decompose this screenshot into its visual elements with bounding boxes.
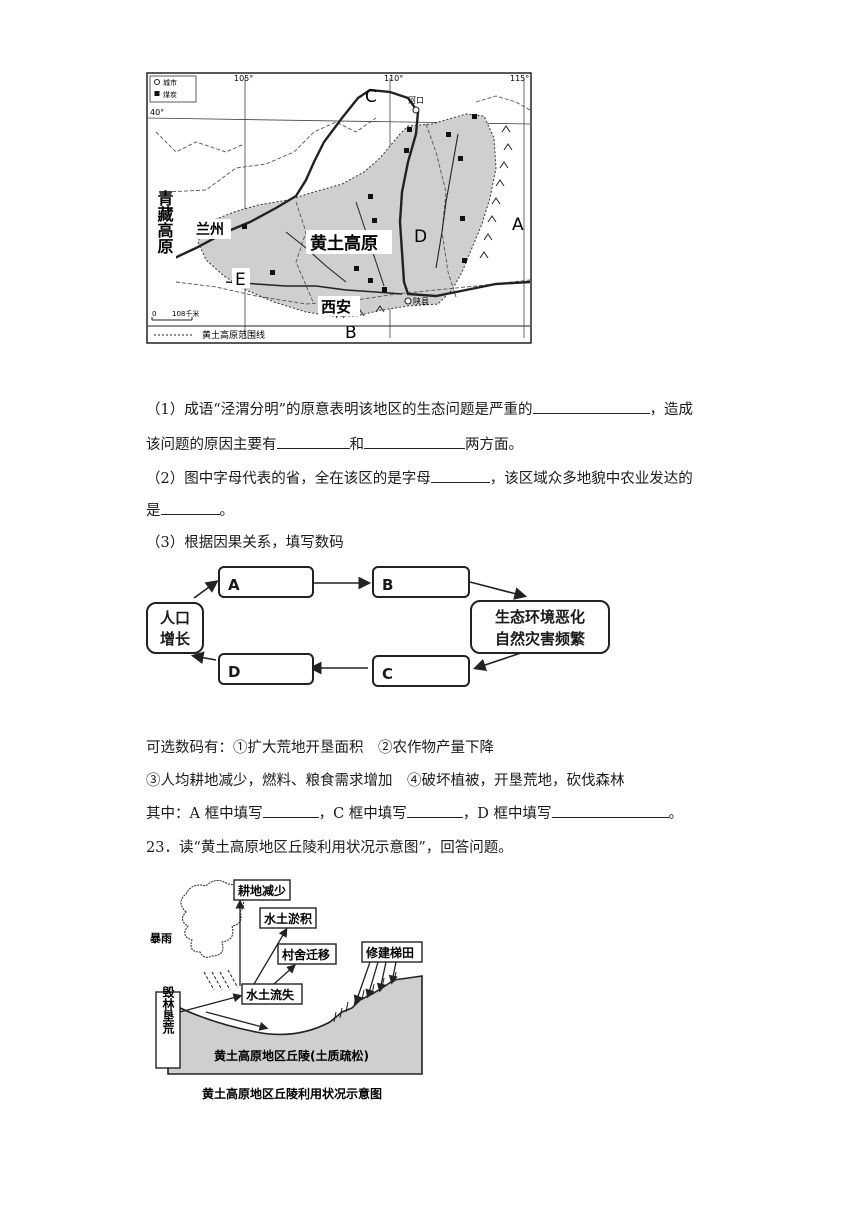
cause-effect-diagram: A B C D 人口 增长 生态环境恶化 自然灾害频繁: [146, 560, 616, 700]
box-d[interactable]: D: [218, 653, 314, 685]
lanzhou-label: 兰州: [196, 221, 224, 238]
hill-shape: [167, 975, 423, 1075]
hill-label: 黄土高原地区丘陵(土质疏松): [214, 1048, 369, 1063]
q2-line2: 是。: [146, 500, 234, 521]
boundary-legend: 黄土高原范围线: [202, 329, 265, 341]
q1-line1: （1）成语“泾渭分明”的原意表明该地区的生态问题是严重的，造成: [146, 399, 693, 420]
q2-blank-2[interactable]: [160, 500, 220, 515]
city-legend-icon: [154, 79, 160, 85]
loess-plateau-region: [197, 113, 497, 317]
deforest-label: 毁林垦荒: [161, 985, 175, 1035]
coal-legend-icon: [154, 91, 160, 96]
legend-coal: 煤炭: [163, 90, 177, 99]
legend-city: 城市: [163, 78, 177, 87]
box-a-label: A: [228, 576, 240, 594]
q1-blank-2[interactable]: [276, 434, 350, 449]
storm-cloud-icon: [180, 880, 244, 958]
xian-label: 西安: [321, 298, 351, 316]
box-c-label: C: [382, 665, 394, 683]
hill-utilization-diagram: 暴雨 耕地减少 水土淤积 村舍迁移 修建梯田 水土流失 毁林垦荒 黄土高原地区丘…: [149, 879, 423, 1101]
box-b-label: B: [382, 576, 394, 594]
village-move-label: 村舍迁移: [282, 947, 330, 962]
svg-text:毁林垦荒: 毁林垦荒: [161, 985, 175, 1035]
q3-title: （3）根据因果关系，填写数码: [146, 535, 344, 551]
letter-c: C: [365, 87, 377, 107]
q1-blank-1[interactable]: [532, 399, 650, 414]
lat-40: 40°: [150, 108, 164, 117]
shanxian-city-icon: [404, 297, 412, 305]
plateau-label: 黄土高原: [310, 233, 378, 254]
q23-title: 23．读“黄土高原地区丘陵利用状况示意图”，回答问题。: [146, 840, 513, 856]
coal-markers: [242, 114, 477, 292]
farmland-less-label: 耕地减少: [238, 883, 286, 898]
scale-start: 0: [152, 310, 156, 318]
silting-label: 水土淤积: [264, 911, 312, 926]
box-b[interactable]: B: [372, 566, 470, 598]
q3-options-line2: ③人均耕地减少，燃料、粮食需求增加 ④破坏植被，开垦荒地，砍伐森林: [146, 773, 625, 789]
q3-blank-d[interactable]: [551, 803, 669, 818]
loess-plateau-map: 城市 煤炭 105° 110° 115° 40° 河口: [146, 72, 532, 344]
diagram-arrows: [190, 576, 528, 675]
lon-115: 115°: [510, 74, 529, 83]
qingzang-label: 青藏高原: [155, 189, 174, 255]
population-growth-box: 人口 增长: [146, 602, 204, 654]
letter-b: B: [345, 323, 357, 343]
hekou-label: 河口: [408, 95, 424, 105]
letter-a: A: [512, 215, 524, 235]
lon-110: 110°: [384, 74, 403, 83]
q3-blank-c[interactable]: [406, 803, 463, 818]
rainstorm-label: 暴雨: [149, 932, 172, 945]
hill-diagram-caption: 黄土高原地区丘陵利用状况示意图: [202, 1086, 382, 1101]
q3-fill-line: 其中：A 框中填写，C 框中填写，D 框中填写。: [146, 803, 683, 824]
box-d-label: D: [228, 663, 241, 681]
q1-blank-3[interactable]: [364, 434, 465, 449]
lon-105: 105°: [234, 74, 253, 83]
q2-line1: （2）图中字母代表的省，全在该区的是字母，该区域众多地貌中农业发达的: [146, 468, 693, 489]
shanxian-label: 陕县: [413, 296, 429, 306]
q1-line2: 该问题的原因主要有和两方面。: [146, 434, 523, 455]
hekou-city-icon: [412, 106, 420, 114]
box-c[interactable]: C: [372, 655, 470, 687]
yellow-river: [165, 88, 531, 298]
q2-blank-1[interactable]: [430, 468, 490, 483]
scale-label: 108千米: [172, 309, 199, 318]
q3-options-line1: 可选数码有：①扩大荒地开垦面积 ②农作物产量下降: [146, 740, 494, 756]
eco-degradation-box: 生态环境恶化 自然灾害频繁: [470, 600, 610, 654]
terrace-label: 修建梯田: [365, 945, 414, 960]
q3-blank-a[interactable]: [262, 803, 319, 818]
box-a[interactable]: A: [218, 566, 314, 598]
letter-e: E: [235, 270, 246, 290]
letter-d: D: [414, 227, 427, 247]
erosion-label: 水土流失: [246, 987, 295, 1002]
